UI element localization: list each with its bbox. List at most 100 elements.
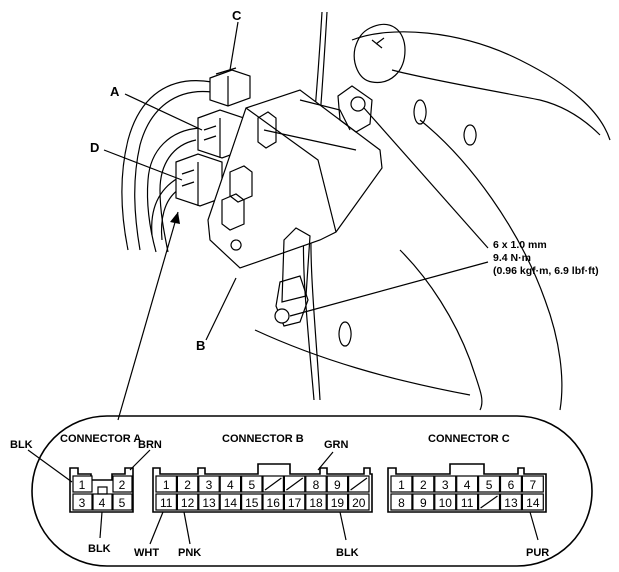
connector-b-cell (305, 475, 327, 493)
connector-b-pin-9: 9 (334, 478, 341, 492)
connector-b-pin-4: 4 (227, 478, 234, 492)
control-unit (207, 89, 383, 303)
connector-b-cell (326, 475, 349, 493)
torque-value-imperial: (0.96 kgf·m, 6.9 lbf·ft) (493, 265, 599, 277)
connector-b-cell (326, 493, 349, 511)
connector-c-cell (521, 475, 544, 493)
wire-color-leaders (27, 449, 539, 545)
connector-b-pin-15: 15 (245, 496, 259, 510)
connector-c-cell (456, 475, 479, 493)
connector-a-pin-2: 2 (119, 478, 126, 492)
connector-a-title: CONNECTOR A (60, 433, 141, 445)
connector-c-pin-4: 4 (464, 478, 471, 492)
connector-c-pin-13: 13 (504, 496, 518, 510)
wire-harness (121, 80, 213, 253)
connector-b-pin-18: 18 (309, 496, 323, 510)
connector-c-pin-1: 1 (398, 478, 405, 492)
connector-b-pin-8: 8 (313, 478, 320, 492)
connector-c-pin-9: 9 (420, 496, 427, 510)
bracket (275, 85, 373, 327)
connector-b-cell (176, 493, 199, 511)
connector-b-empty-pin (286, 477, 304, 491)
connector-a-face: 1 2 3 4 5 (69, 467, 134, 513)
connector-b-cell (198, 475, 220, 493)
connector-b-pin-5: 5 (248, 478, 255, 492)
connector-b-empty-pin (350, 477, 368, 491)
connector-b-cell (155, 475, 177, 493)
connector-b-cell (241, 475, 263, 493)
connector-c-empty-pin (480, 495, 498, 509)
connector-b-cell (198, 493, 220, 511)
connector-c-pin-7: 7 (530, 478, 537, 492)
connector-b-cell (219, 475, 242, 493)
callout-b: B (196, 338, 205, 353)
connector-a-pin-4: 4 (99, 496, 106, 510)
connector-a-pin-3: 3 (79, 496, 86, 510)
wire-color-brn-a2: BRN (138, 439, 162, 451)
torque-leader-lines (289, 107, 489, 317)
connector-c-face (387, 463, 547, 513)
callout-leaders (103, 21, 239, 341)
connector-b-cell (262, 493, 284, 511)
wire-color-blk-a4: BLK (88, 543, 111, 555)
connector-b-face (152, 463, 373, 513)
body-panel (254, 11, 611, 411)
connector-c-cell (434, 493, 457, 511)
connector-c-cell (434, 475, 457, 493)
connector-b-pin-2: 2 (184, 478, 191, 492)
connector-b-pin-17: 17 (288, 496, 302, 510)
connector-c-title: CONNECTOR C (428, 433, 510, 445)
torque-value-nm: 9.4 N·m (493, 252, 531, 264)
connector-b-cell (241, 493, 263, 511)
connector-b-cell (283, 493, 306, 511)
connector-c-pin-8: 8 (398, 496, 405, 510)
connector-c-pin-11: 11 (461, 496, 474, 510)
wire-color-pnk-b12: PNK (178, 547, 201, 559)
connector-c-pin-6: 6 (508, 478, 515, 492)
connector-view-leader (117, 211, 179, 421)
torque-size: 6 x 1.0 mm (493, 239, 547, 251)
connector-b-cell (176, 475, 199, 493)
connector-b-pin-19: 19 (331, 496, 345, 510)
connector-a-pin-5: 5 (119, 496, 126, 510)
connector-b-cell (348, 493, 370, 511)
connector-c-cell (412, 493, 435, 511)
callout-c: C (232, 8, 242, 23)
connector-c-cell (390, 475, 413, 493)
connector-c-pin-10: 10 (439, 496, 453, 510)
arrow-icon (170, 212, 180, 224)
wire-color-blk-b19: BLK (336, 547, 359, 559)
connector-b-cell (155, 493, 177, 511)
connector-b-cell (305, 493, 327, 511)
connector-b-pin-13: 13 (202, 496, 216, 510)
connector-c-cell (456, 493, 479, 511)
connector-b-pin-16: 16 (267, 496, 281, 510)
connector-c-cell (478, 475, 501, 493)
bolt-icon (274, 96, 366, 324)
connector-b-pin-14: 14 (224, 496, 238, 510)
connector-c-cell (521, 493, 544, 511)
connector-b-pin-12: 12 (181, 496, 195, 510)
connector-view-panel (31, 415, 593, 567)
connector-b-pin-20: 20 (352, 496, 366, 510)
wire-color-blk-a1: BLK (10, 439, 33, 451)
connector-b-pin-11: 11 (160, 496, 173, 510)
callout-d: D (90, 140, 99, 155)
connector-b-cell (219, 493, 242, 511)
connector-c-pin-3: 3 (442, 478, 449, 492)
callout-a: A (110, 84, 120, 99)
connector-c-cell (499, 475, 522, 493)
connector-d-housing (175, 153, 223, 207)
connector-c-cell (390, 493, 413, 511)
wire-color-grn-b8: GRN (324, 439, 349, 451)
connector-c-housing (209, 67, 251, 107)
connector-c-pin-14: 14 (526, 496, 540, 510)
connector-b-pin-1: 1 (163, 478, 170, 492)
connector-b-empty-pin (264, 477, 282, 491)
wire-color-pur-c14: PUR (526, 547, 549, 559)
connector-c-cell (499, 493, 522, 511)
connector-c-pin-2: 2 (420, 478, 427, 492)
